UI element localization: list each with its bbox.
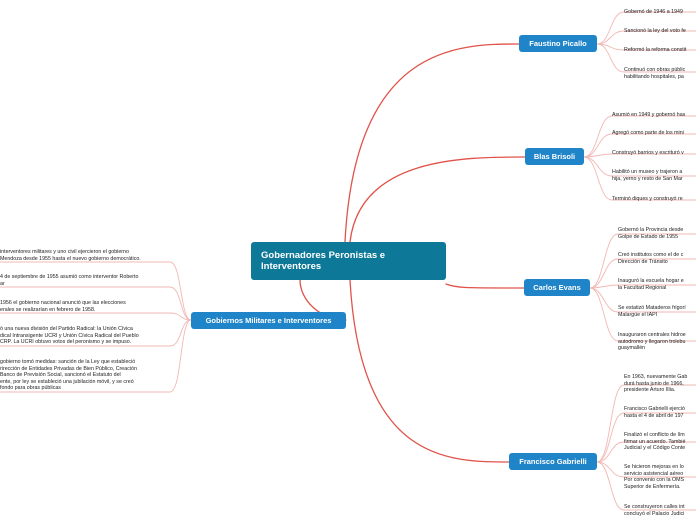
leaf-militares-4[interactable]: ó una nueva división del Partido Radical…: [0, 326, 139, 346]
leaf-link: [0, 312, 192, 321]
leaf-picallo-3[interactable]: Reformó la reforma constit: [624, 47, 687, 53]
main-link: [349, 279, 510, 463]
leaf-brisoli-5[interactable]: Terminó diques y construyó re: [612, 196, 683, 202]
branch-blas-brisoli[interactable]: Blas Brisoli: [525, 148, 584, 165]
leaf-evans-1[interactable]: Gobernó la Provincia desde Golpe de Esta…: [618, 227, 684, 240]
leaf-link: [596, 43, 696, 51]
leaf-link: [596, 43, 696, 73]
leaf-evans-5[interactable]: Inauguraron centrales hidroe autodromo y…: [618, 332, 686, 352]
leaf-militares-1[interactable]: interventores militares y uno civil ejer…: [0, 249, 141, 262]
leaf-brisoli-2[interactable]: Agregó como parte de los mini: [612, 130, 684, 136]
central-topic[interactable]: Gobernadores Peronistas e Interventores: [251, 242, 446, 280]
leaf-brisoli-4[interactable]: Habilitó un museo y trajeron a hija, yer…: [612, 169, 683, 182]
branch-label: Carlos Evans: [533, 283, 581, 292]
branch-label: Gobiernos Militares e Interventores: [205, 316, 332, 325]
leaf-link: [596, 461, 696, 511]
leaf-link: [583, 115, 696, 158]
leaf-link: [596, 441, 696, 463]
leaf-evans-4[interactable]: Se estatizó Mataderos frigorí Malargüe e…: [618, 305, 686, 318]
leaf-gabrielli-3[interactable]: Finalizó el conflicto de lím firmar un a…: [624, 432, 686, 452]
branch-carlos-evans[interactable]: Carlos Evans: [524, 279, 590, 296]
leaf-militares-3[interactable]: 1956 el gobierno nacional anunció que la…: [0, 300, 126, 313]
leaf-link: [0, 319, 192, 393]
leaf-link: [596, 384, 696, 463]
leaf-gabrielli-1[interactable]: En 1963, nuevamente Gab durá hasta junio…: [624, 374, 688, 394]
leaf-link: [589, 287, 696, 313]
main-link: [344, 43, 520, 243]
leaf-gabrielli-5[interactable]: Se construyeron calles int concluyó el P…: [624, 504, 685, 517]
main-link: [445, 283, 525, 289]
branch-francisco-gabrielli[interactable]: Francisco Gabrielli: [509, 453, 597, 470]
leaf-link: [583, 133, 696, 158]
branch-faustino-picallo[interactable]: Faustino Picallo: [519, 35, 597, 52]
leaf-link: [583, 153, 696, 158]
leaf-link: [589, 284, 696, 289]
leaf-gabrielli-2[interactable]: Francisco Gabrielli ejerció hasta el 4 d…: [624, 406, 685, 419]
leaf-evans-3[interactable]: Inauguró la escuela hogar e la Facultad …: [618, 278, 684, 291]
leaf-gabrielli-4[interactable]: Se hicieron mejoras en lo servicio asist…: [624, 464, 685, 490]
leaf-link: [589, 258, 696, 289]
leaf-brisoli-1[interactable]: Asumió en 1949 y gobernó has: [612, 112, 686, 118]
leaf-evans-2[interactable]: Creó institutos como el de c Dirección d…: [618, 252, 684, 265]
leaf-picallo-1[interactable]: Gobernó de 1946 a 1949: [624, 9, 683, 15]
main-link: [349, 156, 526, 243]
leaf-link: [596, 11, 696, 45]
central-topic-label: Gobernadores Peronistas e Interventores: [261, 250, 386, 272]
leaf-link: [589, 287, 696, 342]
branch-label: Blas Brisoli: [533, 152, 576, 161]
leaf-militares-5[interactable]: gobierno tomó medidas: sanción de la Ley…: [0, 359, 137, 392]
leaf-link: [0, 261, 192, 321]
leaf-militares-2[interactable]: 4 de septiembre de 1955 asumió como inte…: [0, 274, 139, 287]
leaf-link: [583, 156, 696, 201]
branch-label: Francisco Gabrielli: [519, 457, 587, 466]
leaf-link: [589, 233, 696, 289]
leaf-link: [596, 412, 696, 463]
leaf-link: [596, 461, 696, 478]
leaf-picallo-2[interactable]: Sancionó la ley del voto fe: [624, 28, 686, 34]
leaf-picallo-4[interactable]: Continuó con obras públic habilitando ho…: [624, 67, 686, 80]
leaf-brisoli-3[interactable]: Construyó barrios y escrituró v: [612, 150, 684, 156]
leaf-link: [596, 30, 696, 45]
branch-gobiernos-militares[interactable]: Gobiernos Militares e Interventores: [191, 312, 346, 329]
leaf-link: [0, 319, 192, 347]
branch-label: Faustino Picallo: [529, 39, 587, 48]
leaf-link: [583, 156, 696, 177]
leaf-link: [0, 286, 192, 321]
